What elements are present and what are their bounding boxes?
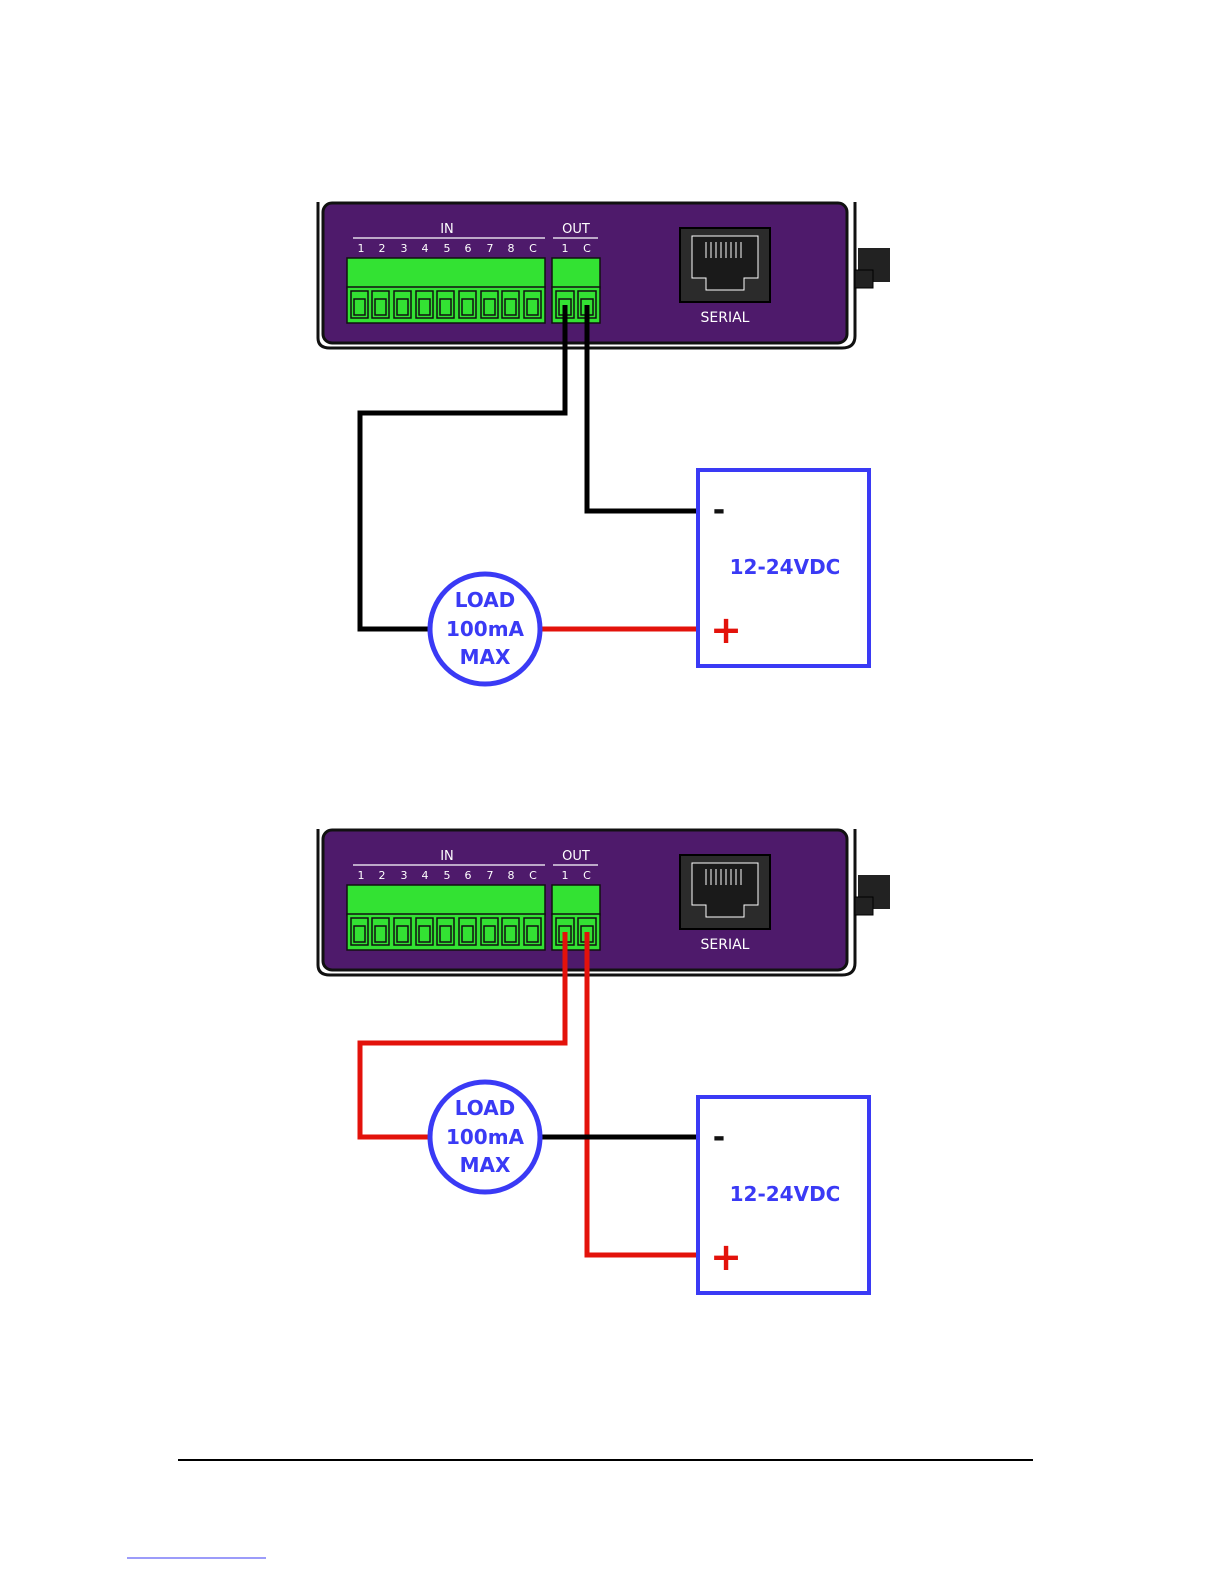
psu-voltage-label: 12-24VDC bbox=[730, 555, 841, 579]
wiring-diagram-1: IN OUT 1 2 3 4 5 6 7 8 C 1 C bbox=[318, 202, 890, 684]
load-current-label: 100mA bbox=[446, 1125, 525, 1149]
power-supply-box: - 12-24VDC + bbox=[698, 1097, 869, 1293]
in-terminal-label: 6 bbox=[465, 242, 472, 255]
serial-label: SERIAL bbox=[701, 310, 750, 326]
in-terminal-label: C bbox=[529, 242, 537, 255]
load-circle: LOAD 100mA MAX bbox=[430, 1082, 540, 1192]
psu-minus-sign: - bbox=[713, 493, 725, 528]
in-terminal-block bbox=[347, 885, 545, 950]
out-label: OUT bbox=[562, 849, 590, 864]
out-terminal-label: C bbox=[583, 869, 591, 882]
in-terminal-label: 4 bbox=[422, 869, 429, 882]
in-terminal-label: 7 bbox=[487, 242, 494, 255]
serial-label: SERIAL bbox=[701, 937, 750, 953]
device-panel: IN OUT 1 2 3 4 5 6 7 8 C 1 C bbox=[318, 202, 890, 348]
in-terminal-label: 5 bbox=[444, 242, 451, 255]
in-terminal-label: 1 bbox=[358, 869, 365, 882]
rj45-serial-port-icon bbox=[680, 228, 770, 302]
in-terminal-label: 7 bbox=[487, 869, 494, 882]
in-terminal-label: 2 bbox=[379, 242, 386, 255]
in-terminal-block bbox=[347, 258, 545, 323]
in-label: IN bbox=[440, 222, 454, 237]
in-terminal-label: C bbox=[529, 869, 537, 882]
psu-plus-sign: + bbox=[710, 1235, 742, 1279]
in-terminal-label: 6 bbox=[465, 869, 472, 882]
in-terminal-label: 8 bbox=[508, 242, 515, 255]
in-terminal-label: 1 bbox=[358, 242, 365, 255]
psu-minus-sign: - bbox=[713, 1120, 725, 1155]
in-terminal-label: 4 bbox=[422, 242, 429, 255]
out-terminal-block bbox=[552, 258, 600, 323]
rj45-serial-port-icon bbox=[680, 855, 770, 929]
in-terminal-label: 3 bbox=[401, 869, 408, 882]
out-terminal-block bbox=[552, 885, 600, 950]
load-current-label: 100mA bbox=[446, 617, 525, 641]
in-terminal-label: 2 bbox=[379, 869, 386, 882]
in-terminal-label: 5 bbox=[444, 869, 451, 882]
out-terminal-label: 1 bbox=[562, 242, 569, 255]
load-label: LOAD bbox=[455, 1096, 516, 1120]
load-label: LOAD bbox=[455, 588, 516, 612]
out-label: OUT bbox=[562, 222, 590, 237]
load-max-label: MAX bbox=[460, 645, 511, 669]
psu-plus-sign: + bbox=[710, 608, 742, 652]
load-max-label: MAX bbox=[460, 1153, 511, 1177]
psu-voltage-label: 12-24VDC bbox=[730, 1182, 841, 1206]
in-label: IN bbox=[440, 849, 454, 864]
wiring-diagram-2: IN OUT 1 2 3 4 5 6 7 8 C 1 C bbox=[318, 829, 890, 1293]
power-supply-box: - 12-24VDC + bbox=[698, 470, 869, 666]
in-terminal-label: 8 bbox=[508, 869, 515, 882]
out-terminal-label: C bbox=[583, 242, 591, 255]
wire-out-c-to-psu-plus bbox=[587, 932, 697, 1255]
out-terminal-label: 1 bbox=[562, 869, 569, 882]
load-circle: LOAD 100mA MAX bbox=[430, 574, 540, 684]
device-panel: IN OUT 1 2 3 4 5 6 7 8 C 1 C bbox=[318, 829, 890, 975]
in-terminal-label: 3 bbox=[401, 242, 408, 255]
